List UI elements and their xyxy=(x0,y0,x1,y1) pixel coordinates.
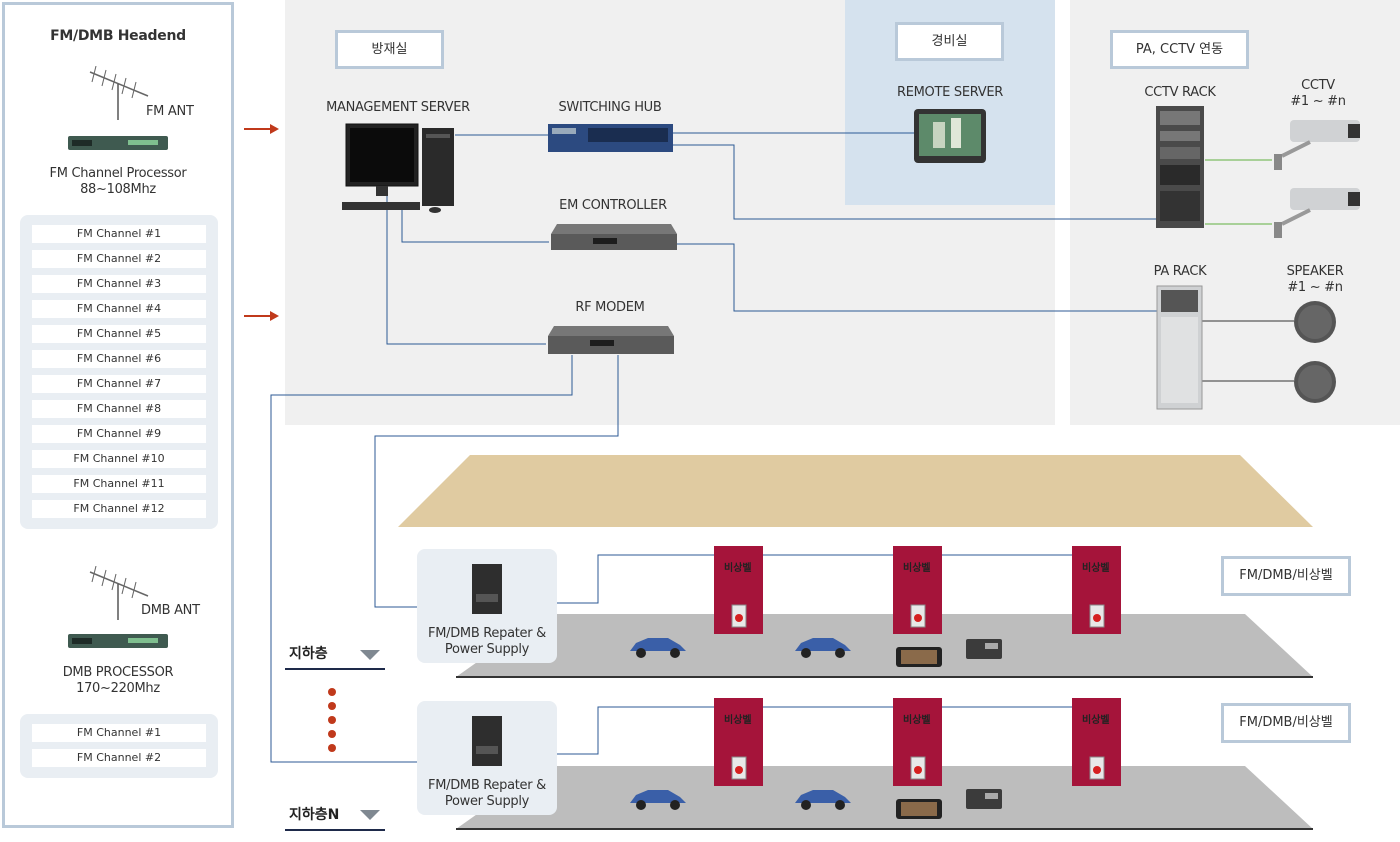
phone-icon xyxy=(896,799,942,819)
fm-channel-item: FM Channel #1 xyxy=(32,225,206,243)
dmb-range-label: 170~220Mhz xyxy=(76,681,160,696)
pa-cctv-label: PA, CCTV 연동 xyxy=(1110,30,1249,69)
arrow-right-icon xyxy=(244,311,279,321)
pa-rack-label: PA RACK xyxy=(1153,264,1207,279)
basement-label: 지하층 xyxy=(289,646,328,662)
dmb-channel-item: FM Channel #2 xyxy=(32,749,206,767)
cctv-rack-label: CCTV RACK xyxy=(1144,85,1216,100)
repeater-label: FM/DMB Repater & xyxy=(428,778,546,793)
speaker-range-label: #1 ~ #n xyxy=(1287,280,1343,295)
car-icon xyxy=(630,638,686,658)
arrow-right-icon xyxy=(244,124,279,134)
bell-label: 비상벨 xyxy=(724,563,752,574)
basement-n-underline xyxy=(285,829,385,831)
basement-n-label: 지하층N xyxy=(289,807,340,823)
rf-modem-icon xyxy=(548,326,674,354)
ellipsis-dots xyxy=(328,688,336,752)
fm-channel-item: FM Channel #2 xyxy=(32,250,206,268)
fm-channel-item: FM Channel #8 xyxy=(32,400,206,418)
headend-title: FM/DMB Headend xyxy=(50,28,186,44)
dmb-channel-list: FM Channel #1 FM Channel #2 xyxy=(20,714,218,778)
bell-label: 비상벨 xyxy=(724,715,752,726)
fm-channel-item: FM Channel #4 xyxy=(32,300,206,318)
speaker-icon xyxy=(1294,361,1336,403)
dmb-channel-item: FM Channel #1 xyxy=(32,724,206,742)
repeater-icon xyxy=(472,564,502,614)
tablet-icon xyxy=(914,109,986,163)
dmb-antenna-icon xyxy=(89,566,149,620)
em-controller-label: EM CONTROLLER xyxy=(559,198,667,213)
bell-label: 비상벨 xyxy=(1082,715,1110,726)
repeater-label: Power Supply xyxy=(444,794,530,809)
fm-channel-item: FM Channel #6 xyxy=(32,350,206,368)
fm-channel-item: FM Channel #12 xyxy=(32,500,206,518)
cctv-rack-icon xyxy=(1156,106,1204,228)
guard-room-label: 경비실 xyxy=(895,22,1004,61)
fm-channel-list: FM Channel #1 FM Channel #2 FM Channel #… xyxy=(20,215,218,529)
management-server-label: MANAGEMENT SERVER xyxy=(326,100,470,115)
bell-label: 비상벨 xyxy=(903,715,931,726)
fm-dmb-bell-legend: FM/DMB/비상벨 xyxy=(1221,703,1351,743)
repeater-label: Power Supply xyxy=(444,642,530,657)
fm-channel-item: FM Channel #5 xyxy=(32,325,206,343)
remote-server-label: REMOTE SERVER xyxy=(896,85,1003,100)
car-icon xyxy=(795,638,851,658)
car-icon xyxy=(630,790,686,810)
speaker-icon xyxy=(1294,301,1336,343)
fm-channel-item: FM Channel #7 xyxy=(32,375,206,393)
dmb-processor-icon xyxy=(68,634,168,648)
dmb-ant-label: DMB ANT xyxy=(141,603,200,618)
radio-icon xyxy=(966,789,1002,809)
repeater-icon xyxy=(472,716,502,766)
triangle-down-icon xyxy=(360,650,380,660)
speaker-label: SPEAKER xyxy=(1286,264,1344,279)
fm-channel-item: FM Channel #3 xyxy=(32,275,206,293)
pa-cctv-zone xyxy=(1070,0,1400,425)
dmb-processor-label: DMB PROCESSOR xyxy=(62,665,174,680)
disaster-room-label: 방재실 xyxy=(335,30,444,69)
fm-channel-item: FM Channel #10 xyxy=(32,450,206,468)
cctv-camera-icon xyxy=(1274,188,1360,238)
fm-range-label: 88~108Mhz xyxy=(80,182,156,197)
basement-underline xyxy=(285,668,385,670)
cctv-label: CCTV xyxy=(1301,78,1335,93)
cctv-camera-icon xyxy=(1274,120,1360,170)
fm-dmb-bell-legend: FM/DMB/비상벨 xyxy=(1221,556,1351,596)
em-controller-icon xyxy=(551,224,677,250)
fm-channel-item: FM Channel #9 xyxy=(32,425,206,443)
bell-label: 비상벨 xyxy=(903,563,931,574)
radio-icon xyxy=(966,639,1002,659)
phone-icon xyxy=(896,647,942,667)
fm-antenna-icon xyxy=(89,66,149,120)
rf-modem-label: RF MODEM xyxy=(575,300,645,315)
repeater-label: FM/DMB Repater & xyxy=(428,626,546,641)
fm-ant-label: FM ANT xyxy=(146,104,194,119)
switching-hub-icon xyxy=(548,124,673,152)
fm-processor-icon xyxy=(68,136,168,150)
switching-hub-label: SWITCHING HUB xyxy=(558,100,662,115)
bell-label: 비상벨 xyxy=(1082,563,1110,574)
computer-icon xyxy=(342,123,454,213)
pa-rack-icon xyxy=(1156,285,1203,410)
fm-processor-label: FM Channel Processor xyxy=(49,166,187,181)
fm-channel-item: FM Channel #11 xyxy=(32,475,206,493)
cctv-range-label: #1 ~ #n xyxy=(1290,94,1346,109)
car-icon xyxy=(795,790,851,810)
triangle-down-icon xyxy=(360,810,380,820)
